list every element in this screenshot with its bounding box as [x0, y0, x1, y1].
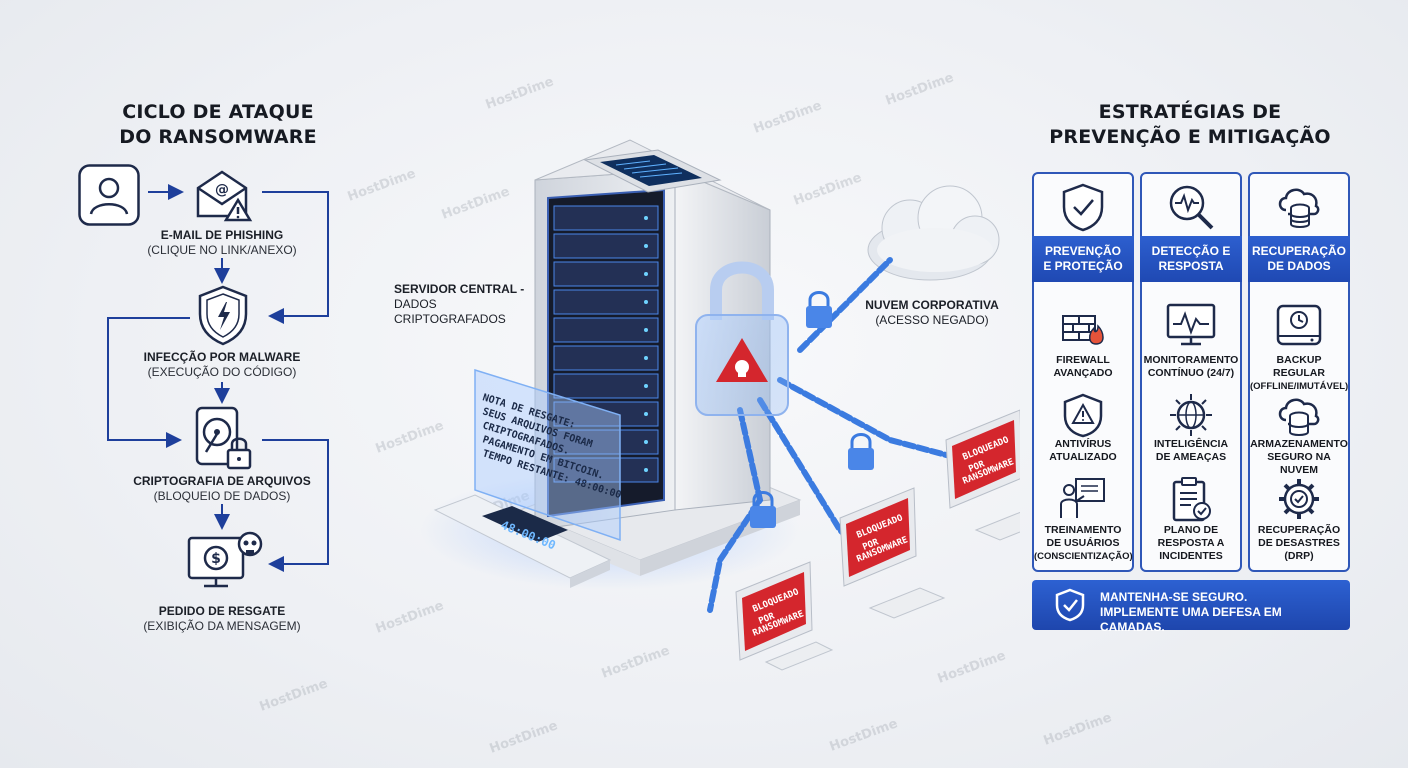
monitoring-screen-icon	[1166, 303, 1216, 346]
malware-shield-icon	[198, 285, 248, 346]
panel-header: PREVENÇÃO E PROTEÇÃO	[1032, 236, 1134, 282]
shield-check-icon	[1055, 588, 1085, 622]
item-label: RECUPERAÇÃO DE DESASTRES (DRP)	[1257, 524, 1341, 562]
timer-pad: 48:00:00	[433, 494, 612, 588]
locked-disk-icon	[195, 406, 252, 470]
watermark: HostDime	[483, 74, 556, 113]
item-label: PLANO DE RESPOSTA A INCIDENTES	[1157, 524, 1225, 562]
item-label: ANTIVÍRUS ATUALIZADO	[1049, 438, 1117, 463]
user-avatar-icon	[78, 164, 140, 226]
padlock-icon	[695, 261, 789, 416]
shield-check-icon	[1062, 183, 1104, 232]
rack-leds	[644, 216, 648, 472]
watermark: HostDime	[1041, 710, 1114, 749]
locked-workstation: BLOQUEADO POR RANSOMWARE	[735, 561, 834, 671]
locked-workstation: BLOQUEADO POR RANSOMWARE	[839, 487, 946, 619]
panel-recovery: RECUPERAÇÃO DE DADOS BACKUP REGULAR (OFF…	[1248, 172, 1350, 572]
phishing-email-icon: @	[196, 170, 253, 222]
ransom-note-hologram: NOTA DE RESGATE: SEUS ARQUIVOS FORAM CRI…	[474, 368, 623, 542]
magnifier-pulse-icon	[1169, 185, 1214, 230]
panel-detection: DETECÇÃO E RESPOSTA MONITORAMENTO CONTÍN…	[1140, 172, 1242, 572]
svg-text:$: $	[211, 551, 221, 567]
panel-prevention: PREVENÇÃO E PROTEÇÃO FIREWALL AVANÇADO A…	[1032, 172, 1134, 572]
item-label: MONITORAMENTO CONTÍNUO (24/7)	[1143, 354, 1239, 379]
chain-lock-icon	[806, 291, 832, 328]
backup-drive-icon	[1276, 304, 1322, 346]
chains	[707, 257, 968, 613]
item-label: ARMAZENAMENTO SEGURO NA NUVEM	[1250, 438, 1348, 476]
threat-intelligence-icon	[1170, 394, 1212, 436]
ransom-monitor-icon: $	[187, 531, 263, 588]
banner-text: MANTENHA-SE SEGURO. IMPLEMENTE UMA DEFES…	[1100, 590, 1282, 634]
item-label: INTELIGÊNCIA DE AMEAÇAS	[1153, 438, 1229, 463]
watermark: HostDime	[883, 70, 956, 109]
step-encryption-label: CRIPTOGRAFIA DE ARQUIVOS (BLOQUEIO DE DA…	[133, 474, 311, 503]
chain-lock-icon	[848, 433, 874, 470]
svg-text:@: @	[215, 182, 229, 198]
corporate-cloud-icon	[867, 185, 1000, 281]
panel-header: DETECÇÃO E RESPOSTA	[1140, 236, 1242, 282]
ransomware-scene: NOTA DE RESGATE: SEUS ARQUIVOS FORAM CRI…	[420, 139, 1020, 671]
cloud-database-icon	[1278, 188, 1320, 228]
item-label: BACKUP REGULAR (OFFLINE/IMUTÁVEL)	[1250, 354, 1349, 392]
user-training-icon	[1060, 478, 1105, 518]
watermark: HostDime	[257, 676, 330, 715]
attack-flow-arrows	[107, 184, 329, 572]
cloud-label: NUVEM CORPORATIVA (ACESSO NEGADO)	[865, 298, 999, 327]
item-label: FIREWALL AVANÇADO	[1053, 354, 1113, 379]
locked-workstation: BLOQUEADO POR RANSOMWARE	[945, 409, 1020, 541]
item-label: TREINAMENTO DE USUÁRIOS (CONSCIENTIZAÇÃO…	[1034, 524, 1133, 562]
step-phishing-label: E-MAIL DE PHISHING (CLIQUE NO LINK/ANEXO…	[147, 228, 297, 257]
step-ransom-label: PEDIDO DE RESGATE (EXIBIÇÃO DA MENSAGEM)	[143, 604, 301, 633]
step-malware-label: INFECÇÃO POR MALWARE (EXECUÇÃO DO CÓDIGO…	[143, 350, 301, 379]
antivirus-shield-icon	[1063, 393, 1103, 438]
cloud-storage-icon	[1278, 398, 1320, 436]
watermark: HostDime	[827, 716, 900, 755]
attack-cycle-title: CICLO DE ATAQUE DO RANSOMWARE	[119, 101, 317, 148]
firewall-icon	[1062, 315, 1104, 345]
rack-units	[553, 205, 659, 483]
incident-plan-icon	[1172, 477, 1211, 522]
strategies-title: ESTRATÉGIAS DE PREVENÇÃO E MITIGAÇÃO	[1049, 101, 1331, 148]
watermark: HostDime	[487, 718, 560, 757]
server-label: SERVIDOR CENTRAL - DADOS CRIPTOGRAFADOS	[394, 282, 525, 326]
chain-lock-icon	[750, 491, 776, 528]
stay-safe-banner: MANTENHA-SE SEGURO. IMPLEMENTE UMA DEFES…	[1032, 580, 1350, 634]
disaster-recovery-icon	[1279, 479, 1319, 519]
top-display-lines	[615, 160, 683, 178]
panel-header: RECUPERAÇÃO DE DADOS	[1248, 236, 1350, 282]
